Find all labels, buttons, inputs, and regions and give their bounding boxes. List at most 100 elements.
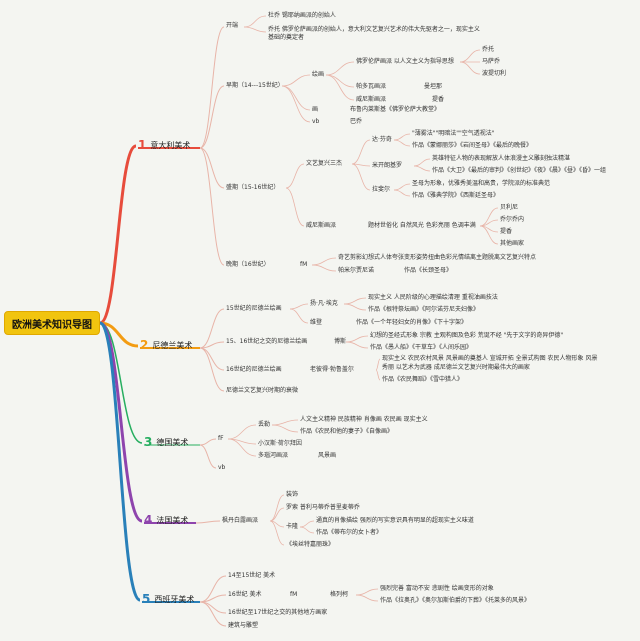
branch-number: 3 [144, 435, 153, 449]
node-text: 卡隆 [286, 523, 299, 530]
connector [269, 520, 285, 546]
branch-spain[interactable]: 5 西班牙美术 [142, 592, 194, 606]
node-es-14[interactable]: 14至15世纪 美术 [228, 572, 276, 579]
node-text: 拉斐尔 [372, 186, 391, 193]
node-text: 强烈完善 富动不安 悲剧性 绘画变形的对象 [380, 585, 494, 592]
branch-number: 2 [140, 338, 149, 352]
node-text: 贝利尼 [500, 204, 519, 211]
node-text: 达·芬奇 [372, 136, 392, 143]
node-text: 绘画 [312, 71, 325, 78]
root-node[interactable]: 欧洲美术知识导图 [4, 311, 100, 335]
node-text: 现实主义 农民农村风景 风景画的奠基人 宣城开拓 全景式构图 农民人物形象 风景 [382, 355, 598, 362]
connector [413, 165, 431, 172]
connector [285, 163, 305, 189]
node-it-early[interactable]: 早期（14---15世纪） [226, 82, 284, 89]
node-text: 乔托 佛罗伦萨画派的创始人，意大利文艺复兴艺术的伟大先驱者之一，现实主义 [268, 26, 480, 33]
node-text: 帕米尔贾尼诺 [338, 267, 375, 274]
connector [227, 438, 257, 457]
node-nl-15[interactable]: 15世纪的尼德兰绘画 [226, 305, 282, 312]
connector-it-early [199, 85, 225, 149]
node-it-late[interactable]: 晚期（16世纪） [226, 261, 270, 268]
connector [199, 444, 217, 469]
connector [311, 257, 337, 266]
node-nl-end[interactable]: 尼德兰文艺复兴时期的衰微 [226, 387, 299, 394]
node-text: 现实主义 人民阶级的心理描绘清理 重视油画技法 [368, 294, 498, 301]
node-text: 作品《蒂布尔的女卜者》 [316, 529, 383, 536]
branch-netherlands[interactable]: 2 尼德兰美术 [140, 338, 192, 352]
node-nl-1516[interactable]: 15、16世纪之交的尼德兰绘画 [226, 338, 308, 345]
node-fr-school[interactable]: 枫丹白露画派 [222, 517, 259, 524]
node-text: 作品《大卫》《最后的审判》《创世纪》《夜》《晨》《昼》《昏》一组 [432, 167, 607, 174]
connector-nl-end [199, 347, 225, 392]
connector [375, 369, 381, 381]
node-it-kaiduan[interactable]: 开端 [226, 22, 239, 29]
branch-label: 法国美术 [156, 515, 189, 525]
node-text: 丢勒 [258, 421, 271, 428]
connector [343, 303, 367, 311]
connector [351, 163, 371, 191]
connector [355, 594, 379, 602]
node-text: 巴乔 [350, 118, 363, 125]
connector [345, 335, 369, 343]
connector-it-late [199, 147, 225, 266]
connector [375, 358, 381, 371]
node-text: vb [312, 118, 320, 125]
connector [459, 49, 481, 63]
connector [195, 520, 221, 524]
node-text: 文艺复兴三杰 [306, 160, 343, 167]
connector [479, 225, 499, 245]
connector [271, 424, 299, 433]
connector [227, 424, 257, 440]
connector [269, 494, 285, 522]
node-de-vb[interactable]: vb [218, 464, 226, 471]
node-es-16[interactable]: 16世纪 美术 [228, 591, 262, 598]
branch-germany[interactable]: 3 德国美术 [144, 435, 188, 449]
connector [325, 74, 355, 88]
node-text: 杜乔 锡耶纳画派的创始人 [268, 12, 336, 19]
node-es-arch[interactable]: 建筑与雕塑 [228, 622, 259, 629]
node-text: 布鲁内莱斯基《佛罗伦萨大教堂》 [350, 106, 441, 113]
branch-france[interactable]: 4 法国美术 [144, 513, 188, 527]
connector [289, 308, 309, 324]
node-text: 作品《拉奥孔》《奥尔加斯伯爵的下葬》《托莱多的风景》 [380, 597, 531, 604]
branch-number: 1 [138, 138, 147, 152]
node-de-ff[interactable]: fF [218, 435, 224, 442]
node-text: 提香 [432, 96, 445, 103]
node-it-peak[interactable]: 盛期（15-16世纪） [226, 184, 280, 191]
connector [393, 139, 411, 147]
node-text: 作品《一个年轻妇女的肖像》《下十字架》 [356, 319, 468, 326]
node-text: 圣母为形象，优雅秀美温和高贵，学院派的标准典范 [412, 180, 551, 187]
node-text: 罗索 普利马蒂乔普里麦蒂乔 [286, 504, 360, 511]
node-text: 多瑙河画派 [258, 452, 289, 459]
node-text: 《埃丝特嘉丽珠》 [286, 541, 335, 548]
node-text: 马萨乔 [482, 58, 501, 65]
connector [325, 74, 355, 101]
connector [325, 61, 355, 76]
node-text: 扬·凡·埃克 [310, 300, 338, 307]
node-text: 通真的肖像描绘 强烈的写实意识具有明显的超现实主义味道 [316, 517, 474, 524]
connector [393, 189, 411, 197]
branch-label: 德国美术 [156, 437, 189, 447]
node-es-1617[interactable]: 16世纪至17世纪之交的其他地方画家 [228, 609, 328, 616]
node-nl-16[interactable]: 16世纪的尼德兰绘画 [226, 366, 282, 373]
connector [243, 26, 267, 33]
connector [199, 438, 217, 446]
node-text: 小汉斯·荷尔拜因 [258, 440, 302, 447]
branch-curve-spain [98, 321, 142, 602]
node-text: 作品《农民和他的妻子》《自像画》 [300, 428, 394, 435]
connector [355, 588, 379, 596]
node-text: 作品《蒙娜丽莎》《岩间圣母》《最后的晚餐》 [412, 142, 533, 149]
node-text: 米开朗基罗 [372, 162, 403, 169]
branch-number: 4 [144, 513, 153, 527]
connector-es-1617 [199, 601, 227, 614]
node-text: 画 [312, 106, 319, 113]
node-text: "薄雾法""明暗法""空气透视法" [412, 130, 495, 137]
connector-nl-16 [199, 347, 225, 371]
branch-italy[interactable]: 1 意大利美术 [138, 138, 190, 152]
node-text: 装饰 [286, 491, 299, 498]
branch-label: 西班牙美术 [154, 594, 195, 604]
connector [459, 61, 481, 75]
branch-number: 5 [142, 592, 151, 606]
connector-it-peak [199, 147, 225, 189]
node-text: 人文主义精神 民族精神 肖像画 农民画 现实主义 [300, 416, 428, 423]
